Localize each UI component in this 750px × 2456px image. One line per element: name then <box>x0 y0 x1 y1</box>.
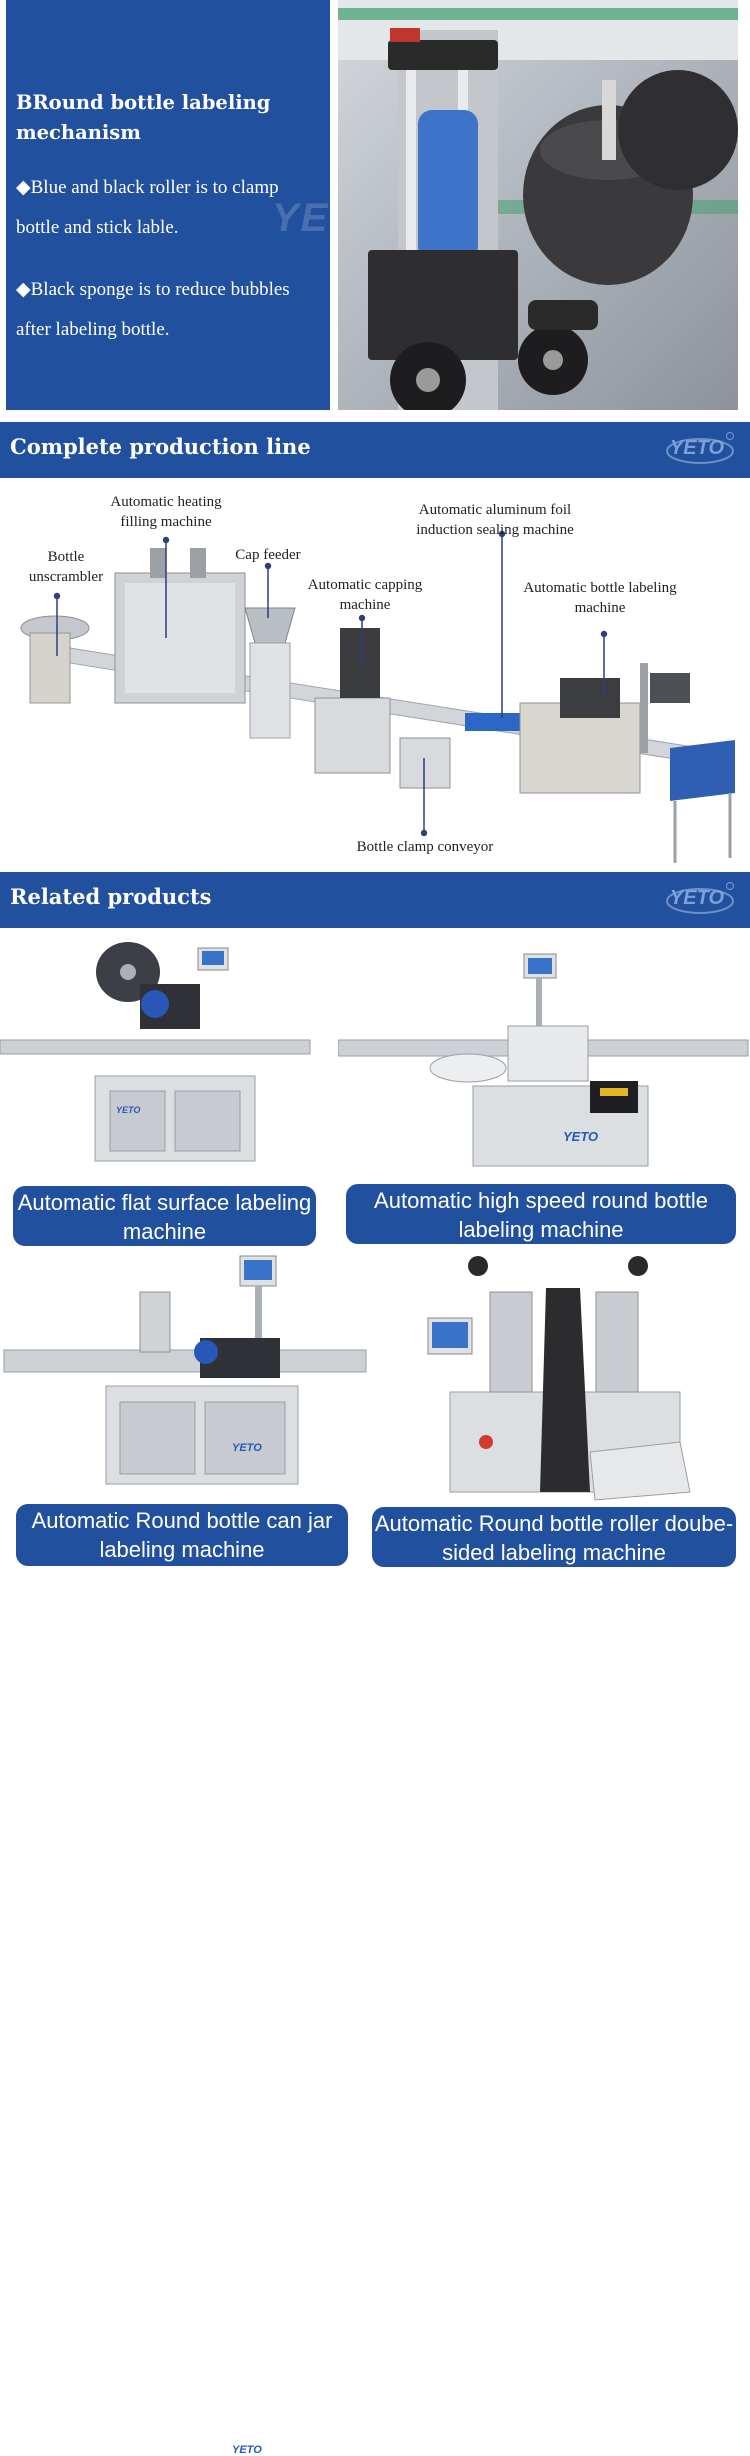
product-photo-roller-double-sided <box>427 1256 691 1501</box>
roller-mechanism-illustration <box>338 0 738 410</box>
label-capping: Automatic capping machine <box>307 577 423 613</box>
product-card-high-speed-round[interactable]: YETO <box>338 936 750 1181</box>
mechanism-bullet-2: ◆Black sponge is to reduce bubbles after… <box>16 279 290 340</box>
mechanism-bullet-1: ◆Blue and black roller is to clamp bottl… <box>16 177 279 238</box>
product-label-flat-surface[interactable]: Automatic flat surface labeling machine <box>13 1186 316 1246</box>
mechanism-info-panel: BRound bottle labeling mechanism ◆Blue a… <box>6 0 330 410</box>
yeto-logo-icon <box>666 881 735 914</box>
product-label-high-speed-round[interactable]: Automatic high speed round bottle labeli… <box>346 1184 736 1244</box>
roller-mechanism-photo <box>338 0 738 410</box>
mechanism-title: BRound bottle labeling mechanism <box>16 91 271 144</box>
product-card-roller-double-sided[interactable] <box>370 1252 750 1504</box>
production-line-logo-text: YETO <box>669 437 724 459</box>
related-products-title: Related products <box>10 884 212 909</box>
product-brand-round-can-jar: YETO <box>232 2444 262 2456</box>
product-photo-round-can-jar <box>3 1255 367 1485</box>
label-cap-feeder: Cap feeder <box>235 547 301 563</box>
production-line-illustration <box>20 530 735 863</box>
label-sealing: Automatic aluminum foil induction sealin… <box>416 502 574 538</box>
product-brand-high-speed-round: YETO <box>563 1129 599 1144</box>
production-line-title: Complete production line <box>10 434 311 459</box>
production-line-diagram: Automatic heating filling machine Bottle… <box>0 478 750 873</box>
product-photo-high-speed-round <box>338 953 749 1167</box>
product-brand-round-can-jar-tag: YETO <box>232 1442 262 1454</box>
product-card-round-can-jar[interactable]: YETO <box>0 1252 370 2456</box>
label-heating-filling: Automatic heating filling machine <box>110 494 222 530</box>
label-clamp-conveyor: Bottle clamp conveyor <box>356 839 494 855</box>
product-brand-flat-surface: YETO <box>116 1105 141 1115</box>
yeto-logo-icon <box>666 431 735 464</box>
product-photo-flat-surface <box>0 942 311 1162</box>
label-bottle-unscrambler: Bottle unscrambler <box>28 549 104 585</box>
related-products-banner: Related products YETO <box>0 872 750 928</box>
product-label-roller-double-sided[interactable]: Automatic Round bottle roller doube-side… <box>372 1507 736 1567</box>
label-bottle-labeling: Automatic bottle labeling machine <box>523 580 677 616</box>
product-card-flat-surface[interactable]: YETO <box>0 936 320 1181</box>
production-line-banner: Complete production line YETO <box>0 422 750 478</box>
product-label-round-can-jar[interactable]: Automatic Round bottle can jar labeling … <box>16 1504 348 1566</box>
related-products-logo-text: YETO <box>669 887 724 909</box>
